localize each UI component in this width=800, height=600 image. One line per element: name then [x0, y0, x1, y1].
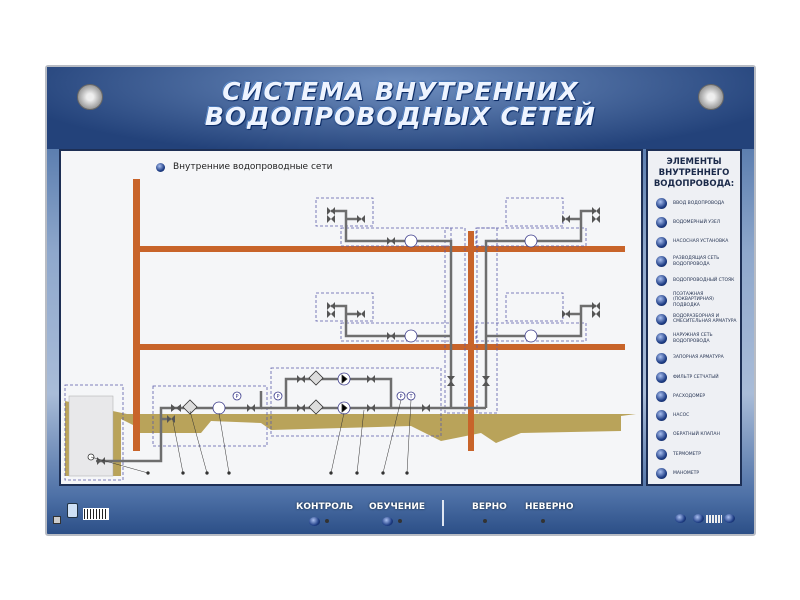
stand-board: СИСТЕМА ВНУТРЕННИХ ВОДОПРОВОДНЫХ СЕТЕЙ В… — [45, 65, 756, 536]
sidebar-item[interactable]: Водопроводный стояк — [648, 271, 740, 290]
volume-up-button[interactable] — [724, 514, 735, 523]
title-line-1: СИСТЕМА ВНУТРЕННИХ — [222, 77, 579, 106]
volume-level-icon — [706, 515, 722, 523]
sidebar-item[interactable]: Насос — [648, 406, 740, 425]
item-label: Водомерный узел — [673, 220, 721, 226]
item-label: Запорная арматура — [673, 355, 724, 361]
item-label: Водопроводный стояк — [673, 278, 735, 284]
training-indicator — [398, 519, 402, 523]
gauge-icons — [232, 391, 416, 401]
item-label: Ввод водопровода — [673, 200, 725, 206]
control-label: КОНТРОЛЬ — [296, 502, 354, 512]
item-button[interactable] — [656, 410, 667, 422]
ground — [65, 401, 636, 476]
item-label: Наружная сеть водопровода — [673, 333, 713, 344]
sidebar-item[interactable]: Разводящая сеть водопровода — [648, 252, 740, 271]
item-button[interactable] — [656, 449, 667, 460]
item-button[interactable] — [656, 429, 667, 441]
sidebar-item[interactable]: Обратный клапан — [648, 426, 740, 445]
sidebar-item[interactable]: Запорная арматура — [648, 348, 740, 367]
incorrect-label: НЕВЕРНО — [525, 502, 574, 512]
correct-indicator — [483, 519, 487, 523]
sidebar-item[interactable]: Фильтр сетчатый — [648, 368, 740, 387]
element-groups — [64, 197, 587, 481]
qr-code-icon — [53, 516, 61, 524]
header: СИСТЕМА ВНУТРЕННИХ ВОДОПРОВОДНЫХ СЕТЕЙ — [47, 67, 754, 149]
sidebar-item[interactable]: Манометр — [648, 464, 740, 483]
sidebar-item[interactable]: Водомерный узел — [648, 213, 740, 232]
item-label: Водоразборная и смесительная арматура — [673, 313, 737, 325]
training-button[interactable] — [382, 517, 393, 526]
item-label: Расходомер — [673, 393, 706, 399]
training-label: ОБУЧЕНИЕ — [369, 502, 426, 512]
diagram-panel: Внутренние водопроводные сети — [59, 149, 643, 486]
sidebar-item[interactable]: Водоразборная и смесительная арматура — [648, 310, 740, 329]
well — [68, 395, 114, 477]
incorrect-indicator — [541, 519, 545, 523]
item-label: Насосная установка — [673, 239, 729, 245]
item-button[interactable] — [656, 352, 667, 364]
item-label: Манометр — [673, 471, 700, 477]
manometer-label: P — [235, 394, 238, 400]
correct-label: ВЕРНО — [472, 502, 507, 512]
sidebar-item[interactable]: Расходомер — [648, 387, 740, 406]
legend-button[interactable] — [156, 162, 165, 172]
sidebar-item[interactable]: Наружная сеть водопровода — [648, 329, 740, 348]
gauge-labels: P P P T — [235, 394, 413, 400]
item-label: Разводящая сеть водопровода — [673, 256, 720, 267]
equipment-icons — [87, 234, 538, 461]
manometer-label: P — [276, 394, 279, 400]
sidebar-item[interactable]: Поэтажная (поквартирная) подводка — [648, 290, 740, 309]
item-button[interactable] — [656, 198, 667, 210]
sidebar-item[interactable]: Насосная установка — [648, 233, 740, 252]
control-bar: КОНТРОЛЬ ОБУЧЕНИЕ ВЕРНО НЕВЕРНО — [47, 486, 754, 536]
pointer-lines — [90, 399, 412, 475]
legend-label: Внутренние водопроводные сети — [173, 162, 333, 172]
item-label: Поэтажная (поквартирная) подводка — [673, 291, 714, 308]
control-indicator — [325, 519, 329, 523]
item-button[interactable] — [656, 217, 667, 229]
item-button[interactable] — [656, 313, 667, 325]
divider — [442, 500, 444, 526]
item-button[interactable] — [656, 236, 667, 248]
elements-sidebar: ЭЛЕМЕНТЫ ВНУТРЕННЕГО ВОДОПРОВОДА: Ввод в… — [646, 149, 742, 486]
item-button[interactable] — [656, 333, 667, 345]
item-label: Термометр — [673, 451, 701, 457]
item-button[interactable] — [656, 468, 667, 480]
item-button[interactable] — [656, 391, 667, 403]
speaker-right-icon — [698, 84, 724, 110]
title-line-2: ВОДОПРОВОДНЫХ СЕТЕЙ — [204, 102, 597, 131]
volume-down-button[interactable] — [693, 514, 704, 523]
item-label: Обратный клапан — [673, 432, 720, 438]
manometer-label: P — [399, 394, 402, 400]
item-label: Насос — [673, 413, 690, 419]
item-label: Фильтр сетчатый — [673, 374, 719, 380]
sidebar-heading: ЭЛЕМЕНТЫ ВНУТРЕННЕГО ВОДОПРОВОДА: — [653, 157, 735, 189]
item-button[interactable] — [656, 256, 667, 268]
barcode-icon — [83, 508, 109, 520]
control-button[interactable] — [309, 517, 320, 526]
water-system-diagram: P P P T — [64, 179, 636, 481]
item-button[interactable] — [656, 275, 667, 287]
item-button[interactable] — [656, 294, 667, 306]
building-frame — [133, 179, 625, 451]
pause-button[interactable] — [675, 514, 686, 523]
valve-icons — [97, 207, 600, 465]
speaker-left-icon — [77, 84, 103, 110]
sidebar-item[interactable]: Ввод водопровода — [648, 194, 740, 213]
item-button[interactable] — [656, 371, 667, 383]
sidebar-item[interactable]: Термометр — [648, 445, 740, 464]
lock-icon — [67, 503, 78, 518]
thermometer-label: T — [408, 394, 413, 400]
legend: Внутренние водопроводные сети — [156, 162, 333, 172]
